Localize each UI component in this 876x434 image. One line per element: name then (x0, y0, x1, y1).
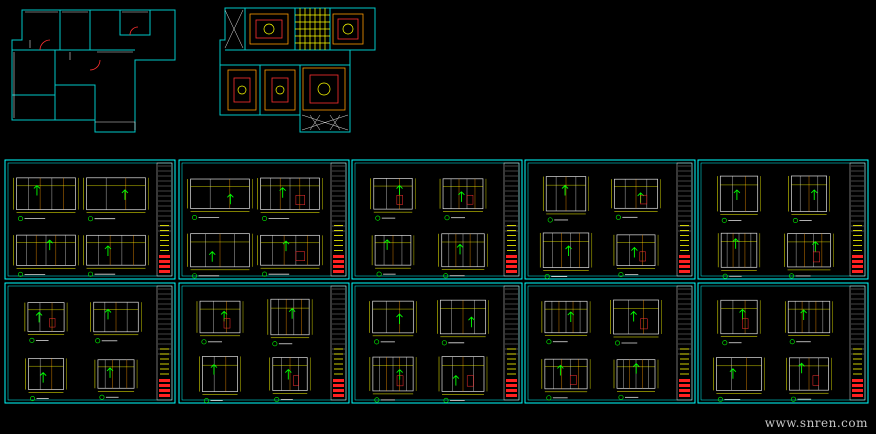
elevation-drawing (613, 359, 659, 400)
elevation-drawing (257, 177, 323, 221)
elevation-drawing (370, 178, 416, 221)
elevation-drawing (369, 300, 417, 345)
sheet-2-3 (351, 282, 523, 404)
sheet-1-5 (697, 159, 869, 280)
elevation-drawing (25, 358, 67, 402)
elevation-drawing (788, 175, 830, 224)
elevation-drawing (542, 176, 589, 223)
elevation-drawing (784, 300, 833, 345)
sheet-1-4 (524, 159, 696, 280)
elevation-drawing (94, 359, 138, 400)
elevation-drawing (90, 301, 142, 344)
elevation-drawing (611, 178, 661, 220)
elevation-drawing (371, 234, 415, 277)
sheet-1-3 (351, 159, 523, 280)
sheet-2-4 (524, 282, 696, 404)
sheet-2-1 (4, 282, 176, 404)
watermark: www.snren.com (764, 416, 868, 430)
elevation-drawing (24, 302, 68, 343)
floor-plan-original (11, 9, 176, 133)
elevation-drawing (269, 357, 311, 403)
elevation-drawing (437, 299, 489, 346)
sheet-2-5 (697, 282, 869, 404)
elevation-drawing (610, 299, 662, 346)
elevation-drawing (438, 233, 488, 279)
elevation-drawing (83, 177, 149, 222)
elevation-drawing (257, 234, 323, 277)
elevation-drawing (541, 358, 591, 401)
elevation-drawing (187, 233, 253, 279)
elevation-drawing (187, 178, 253, 220)
drawing-sheets (4, 159, 869, 404)
elevation-drawing (199, 356, 241, 404)
sheet-1-1 (4, 159, 176, 280)
elevation-drawing (717, 232, 761, 279)
elevation-drawing (613, 234, 659, 278)
elevation-drawing (713, 357, 765, 402)
elevation-drawing (439, 178, 487, 221)
elevation-drawing (438, 356, 488, 403)
sheet-2-2 (178, 282, 350, 404)
elevation-drawing (717, 299, 761, 346)
elevation-drawing (541, 300, 591, 345)
elevation-drawing (196, 300, 244, 345)
elevation-drawing (13, 177, 79, 222)
elevation-drawing (267, 298, 313, 347)
elevation-drawing (83, 234, 149, 277)
elevation-drawing (539, 232, 592, 280)
elevation-drawing (717, 175, 761, 223)
elevation-drawing (369, 356, 417, 403)
elevation-drawing (784, 233, 834, 279)
elevation-drawing (786, 357, 832, 402)
ceiling-plan (219, 7, 376, 133)
sheet-1-2 (178, 159, 350, 280)
elevation-drawing (13, 234, 79, 277)
